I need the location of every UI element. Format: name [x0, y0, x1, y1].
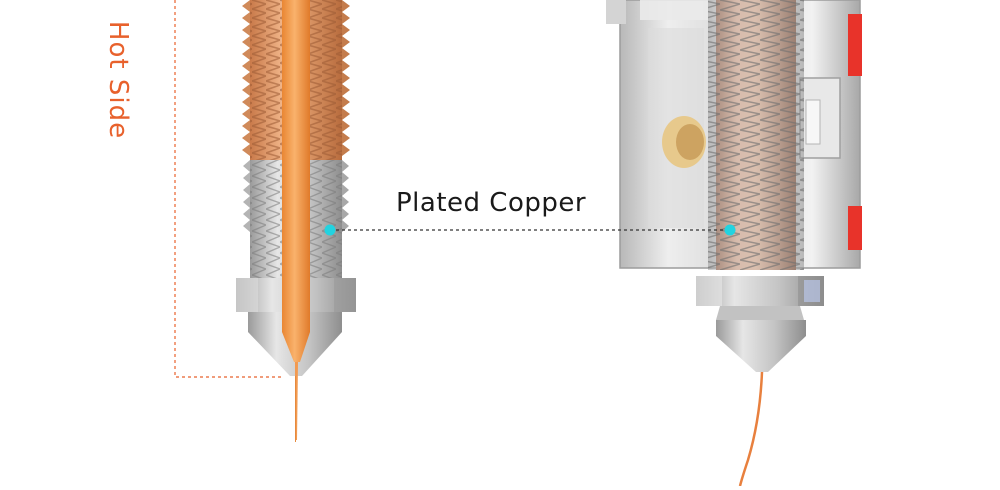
heater-cartridge-bottom [848, 206, 862, 250]
nozzle-cutaway [174, 0, 356, 442]
hotend-filament-strand [738, 371, 764, 487]
plated-copper-label: Plated Copper [396, 188, 587, 218]
filament-channel [282, 0, 310, 362]
plated-copper-callout [324, 224, 736, 236]
callout-marker-left [324, 224, 336, 236]
hotend-hex-nut [696, 276, 824, 306]
callout-marker-right [724, 224, 736, 236]
hot-side-label: Hot Side [103, 20, 133, 140]
hotend-assembly [606, 0, 862, 487]
hotend-nozzle-tip [716, 320, 806, 372]
heater-cartridge-top [848, 14, 862, 76]
